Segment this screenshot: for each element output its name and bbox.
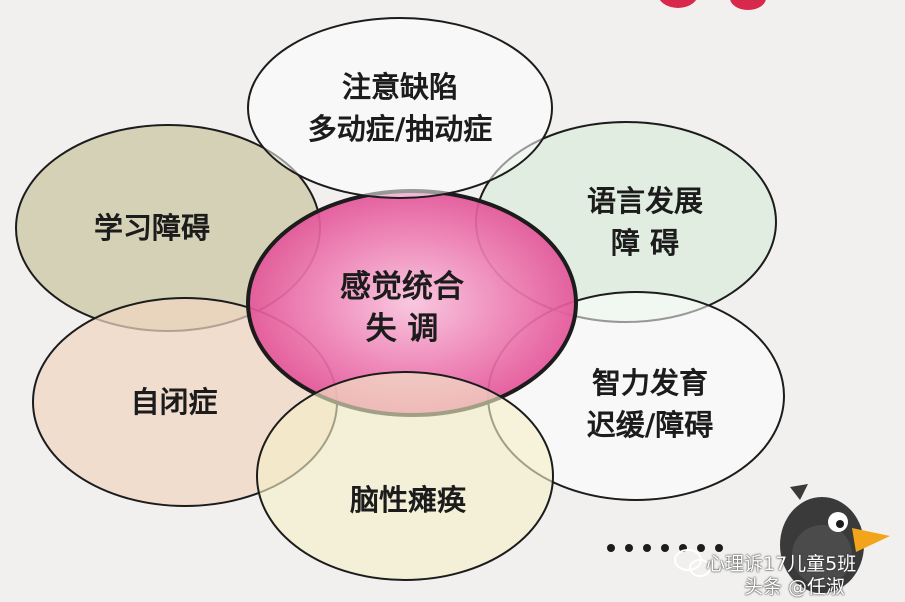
crow-mascot (780, 484, 890, 593)
label-lower-left: 自闭症 (130, 385, 218, 419)
label-center: 感觉统合 失 调 (340, 269, 464, 347)
label-upper-left: 学习障碍 (93, 211, 211, 245)
label-bottom: 脑性瘫痪 (349, 483, 467, 517)
wechat-icon (674, 549, 711, 577)
watermark-line2: 头条 @任淑 (744, 576, 846, 598)
label-top: 注意缺陷 多动症/抽动症 (307, 70, 493, 146)
label-lower-right: 智力发育 迟缓/障碍 (586, 366, 714, 442)
decoration-red-blobs (659, 0, 766, 10)
ellipse-bottom (256, 371, 554, 581)
watermark-line1: 心理诉17儿童5班 (706, 553, 857, 575)
ellipse-top (247, 17, 553, 199)
label-upper-right: 语言发展 障 碍 (586, 184, 704, 260)
